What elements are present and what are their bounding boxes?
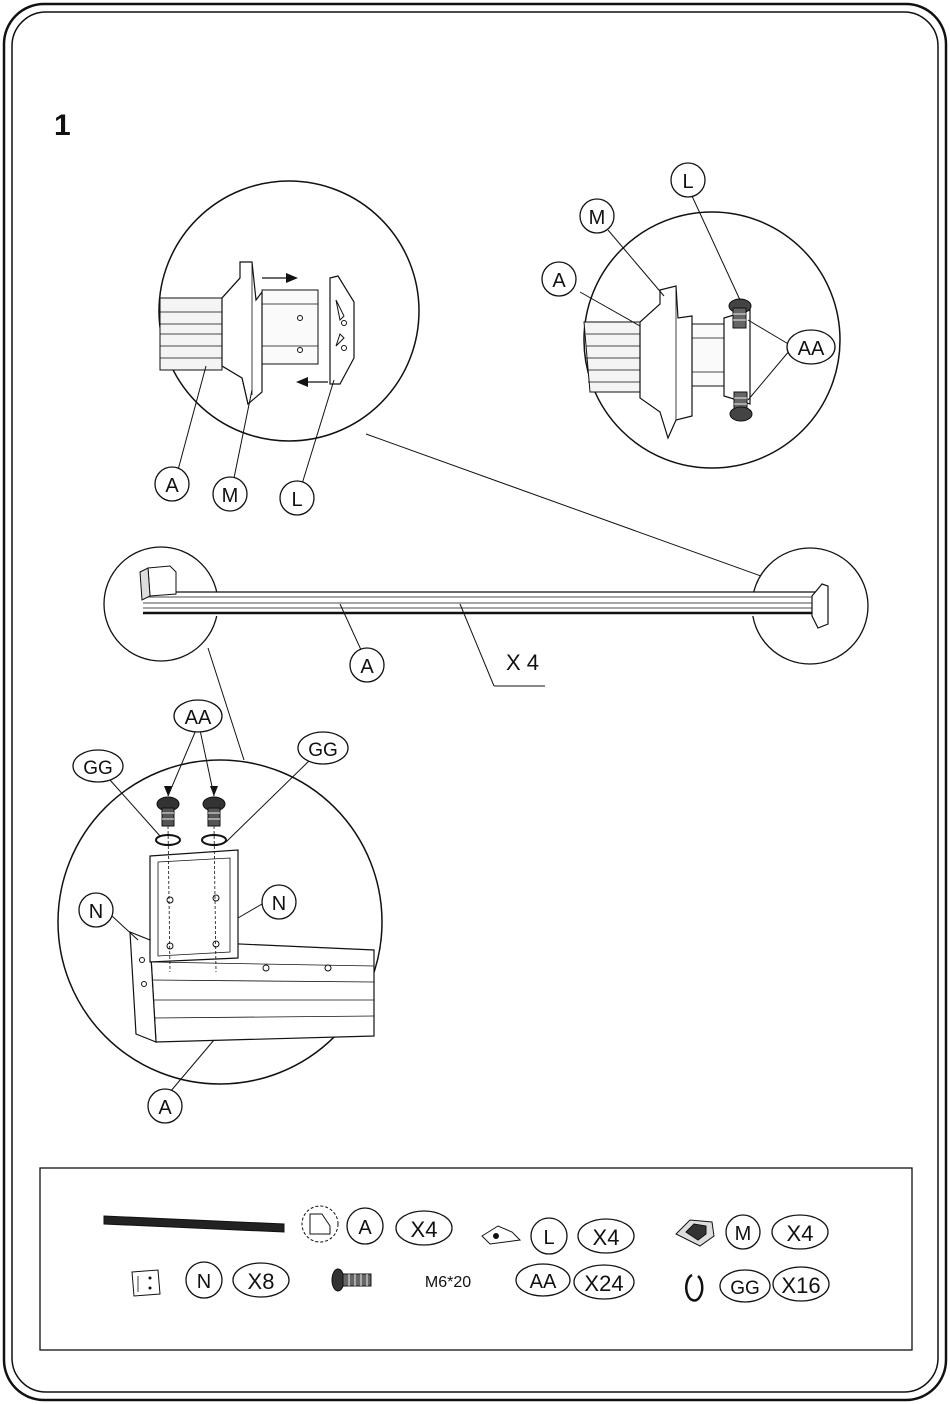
callout-l: L <box>280 481 314 515</box>
callout-a: A <box>350 648 384 682</box>
svg-text:GG: GG <box>730 1278 760 1299</box>
svg-text:L: L <box>682 171 693 193</box>
svg-text:A: A <box>158 1097 172 1119</box>
callout-l: L <box>671 163 705 197</box>
svg-text:X16: X16 <box>781 1273 820 1298</box>
svg-text:AA: AA <box>530 1271 557 1293</box>
svg-text:GG: GG <box>83 758 113 779</box>
svg-text:AA: AA <box>798 338 825 360</box>
callout-m: M <box>580 199 614 233</box>
callout-gg: GG <box>298 732 348 764</box>
svg-text:M: M <box>589 207 606 229</box>
svg-text:A: A <box>165 475 179 497</box>
svg-text:M: M <box>735 1223 752 1245</box>
n-plate-icon <box>132 1270 160 1296</box>
callout-m: M <box>213 477 247 511</box>
svg-text:A: A <box>360 656 374 678</box>
svg-text:N: N <box>272 893 286 915</box>
svg-text:X4: X4 <box>593 1225 620 1250</box>
parts-list: A X4 L X4 M X4 N <box>40 1168 912 1350</box>
svg-text:AA: AA <box>185 707 212 729</box>
svg-text:X8: X8 <box>248 1269 275 1294</box>
callout-gg: GG <box>73 750 123 782</box>
callout-a: A <box>148 1089 182 1123</box>
svg-text:GG: GG <box>308 740 338 761</box>
callout-n: N <box>262 885 296 919</box>
callout-a: A <box>542 262 576 296</box>
quantity-label: X 4 <box>506 650 539 675</box>
svg-text:X24: X24 <box>584 1271 623 1296</box>
callout-aa: AA <box>787 330 835 364</box>
callout-a: A <box>155 467 189 501</box>
svg-text:N: N <box>197 1271 211 1293</box>
bolt-spec: M6*20 <box>425 1274 471 1291</box>
svg-text:X4: X4 <box>787 1221 814 1246</box>
svg-text:L: L <box>291 489 302 511</box>
bolt-icon <box>332 1269 344 1291</box>
callout-aa: AA <box>174 700 222 732</box>
svg-text:A: A <box>552 270 566 292</box>
svg-text:A: A <box>358 1217 372 1239</box>
callout-n: N <box>79 893 113 927</box>
step-number: 1 <box>54 109 71 142</box>
svg-text:M: M <box>222 485 239 507</box>
svg-text:L: L <box>543 1227 554 1249</box>
main-rail-a <box>104 547 868 760</box>
svg-text:N: N <box>89 901 103 923</box>
svg-text:X4: X4 <box>411 1217 438 1242</box>
bracket-n <box>150 850 238 962</box>
